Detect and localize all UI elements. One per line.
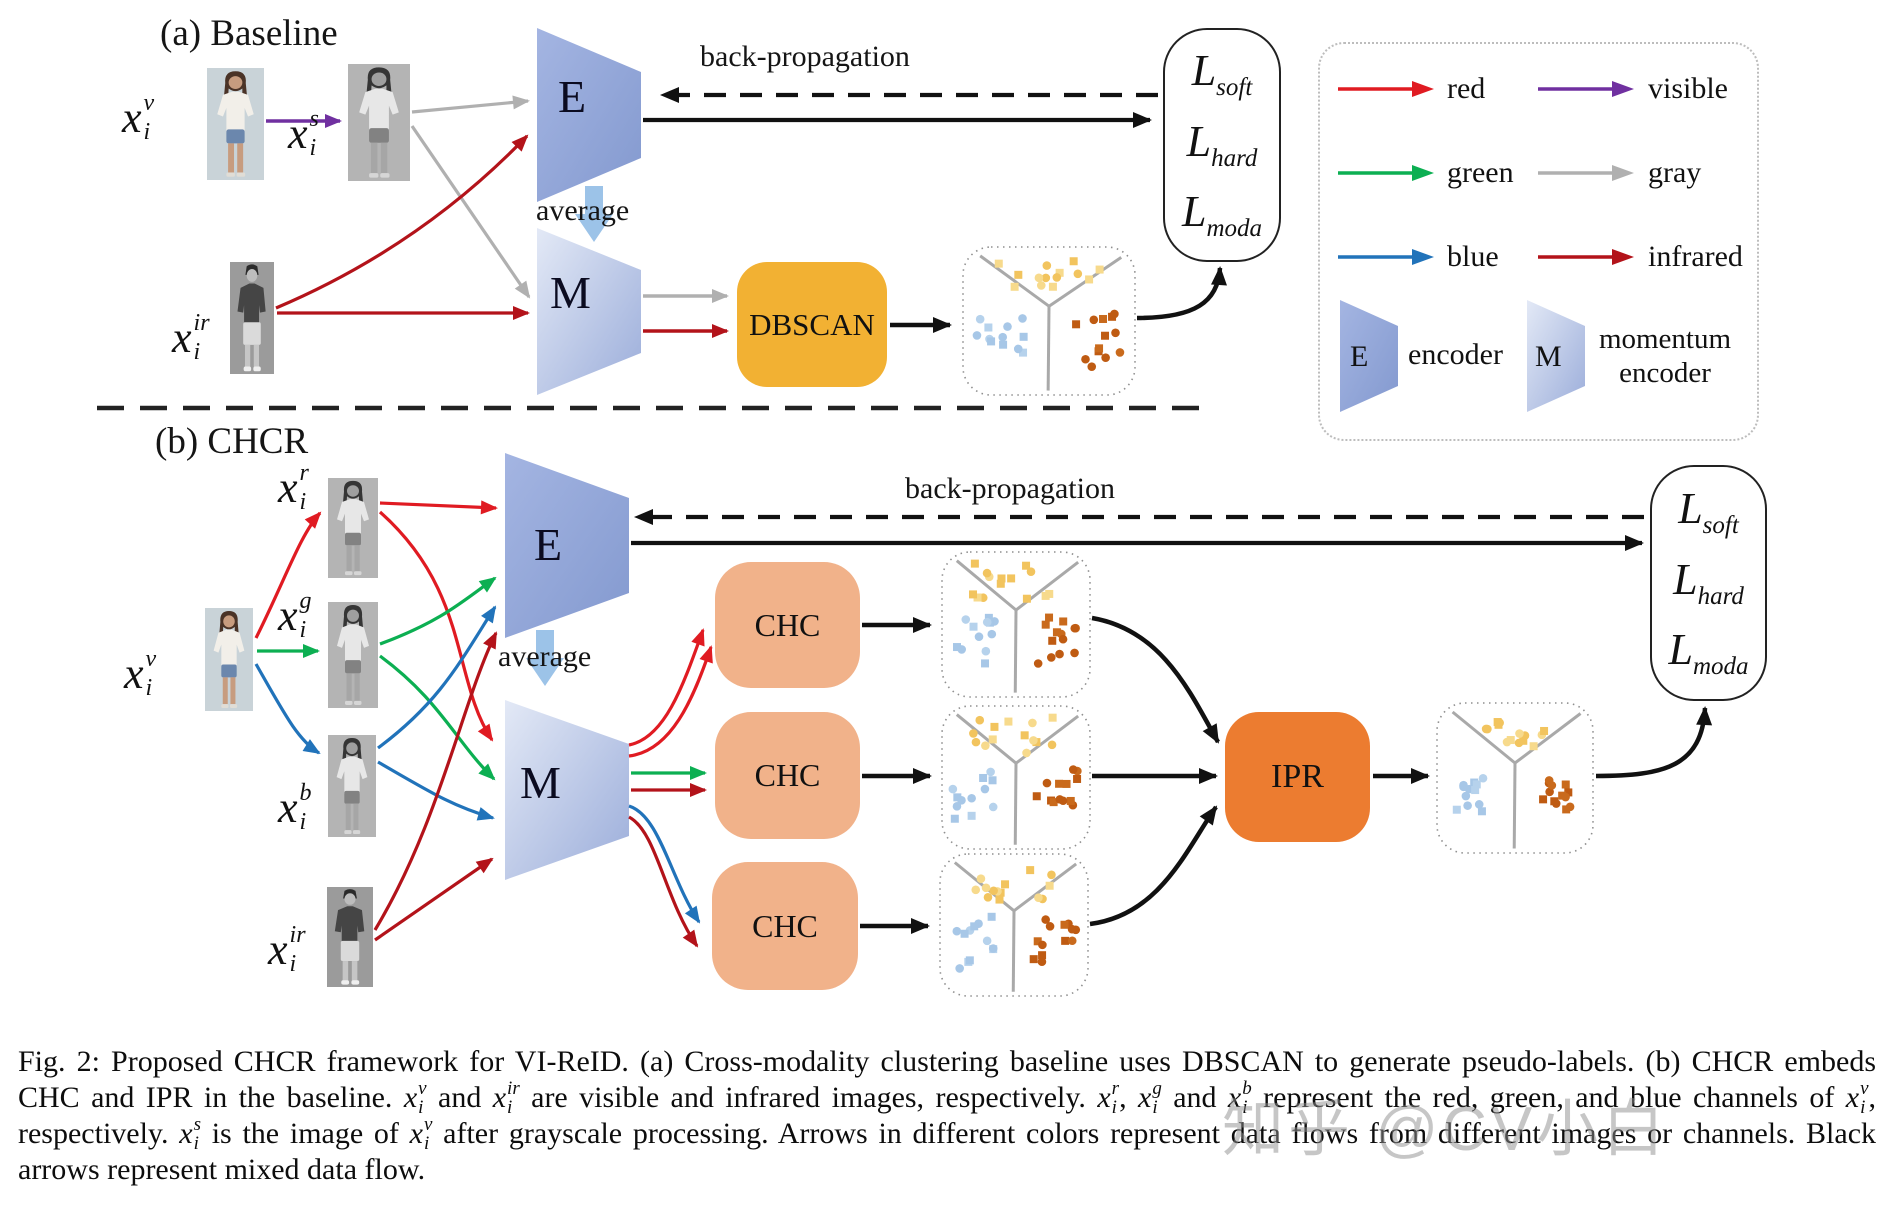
legend-label-red: red [1447, 72, 1486, 105]
average-label-a: average [536, 194, 630, 227]
arrow-cluster-to-loss-a [1136, 266, 1227, 321]
arrow-blue-xb-to-momentum [377, 760, 495, 821]
chc-box-3: CHC [712, 862, 858, 990]
loss-box-a: Lsoft Lhard Lmoda [1163, 28, 1281, 262]
cluster-plot-final [1436, 702, 1594, 854]
arrow-green-xg-to-encoder [379, 576, 497, 646]
photo-infrared-xir-b [327, 887, 373, 987]
photo-channel-xb [328, 735, 376, 837]
legend-label-green: green [1447, 156, 1514, 189]
backprop-label-a: back-propagation [700, 40, 910, 73]
chc-box-1: CHC [715, 562, 860, 688]
loss-soft-a: Lsoft [1191, 46, 1253, 102]
chc-label-1: CHC [754, 606, 821, 643]
watermark: 知乎 @CV小白 [1222, 1095, 1669, 1164]
legend-momentum-letter: M [1535, 340, 1562, 373]
dbscan-box: DBSCAN [737, 262, 887, 387]
loss-moda-a: Lmoda [1181, 186, 1263, 242]
loss-moda-b: Lmoda [1668, 625, 1749, 681]
momentum-letter-b: M [520, 757, 561, 808]
average-label-b: average [498, 640, 592, 673]
arrow-red-xr-to-encoder [379, 500, 498, 515]
photo-grayscale-xs [348, 64, 410, 181]
legend-label-infrared: infrared [1648, 240, 1743, 273]
loss-hard-b: Lhard [1673, 554, 1744, 610]
legend-arrow-green [1336, 162, 1436, 184]
backprop-label-b: back-propagation [905, 472, 1115, 505]
arrow-gray-xs-to-encoder [411, 95, 530, 114]
photo-infrared-xir-a [230, 262, 274, 374]
section-a-title: (a) Baseline [160, 13, 338, 54]
dbscan-label: DBSCAN [749, 306, 875, 342]
cluster-plot-b1 [941, 551, 1091, 698]
arrow-red-momentum-to-chc1-b [628, 645, 713, 758]
legend-label-gray: gray [1648, 156, 1702, 189]
arrow-cluster1-to-ipr [1091, 615, 1220, 744]
arrow-blue-momentum-to-chc3 [628, 804, 701, 924]
legend-arrow-blue [1336, 246, 1436, 268]
arrow-red-xr-to-momentum [378, 510, 494, 742]
arrow-infrared-momentum-to-chc3 [628, 815, 699, 948]
legend-label-blue: blue [1447, 240, 1499, 273]
legend-arrow-infrared [1536, 246, 1636, 268]
encoder-letter-b: E [534, 519, 563, 570]
arrow-cluster3-to-ipr [1089, 805, 1218, 927]
momentum-letter-a: M [550, 267, 591, 318]
encoder-shape-b [505, 453, 629, 638]
chc-label-2: CHC [754, 757, 821, 793]
loss-box-b: Lsoft Lhard Lmoda [1650, 465, 1767, 701]
cluster-plot-b2 [941, 705, 1091, 850]
cluster-plot-a [962, 246, 1136, 396]
legend-arrow-gray [1536, 162, 1636, 184]
arrow-blue-xb-to-encoder [377, 605, 497, 750]
arrow-infrared-xir-to-encoder-b [373, 631, 498, 931]
photo-visible-xv-a [207, 68, 264, 180]
cluster-plot-b3 [939, 853, 1089, 997]
legend-momentum-label: momentum encoder [1598, 323, 1732, 389]
photo-visible-xv-b [205, 608, 253, 711]
photo-channel-xr [328, 478, 378, 578]
section-b-title: (b) CHCR [155, 421, 309, 462]
arrow-green-xg-to-momentum [379, 654, 496, 781]
arrow-infrared-xir-to-momentum-b [374, 857, 494, 942]
legend-encoder-letter: E [1350, 340, 1369, 373]
arrow-gray-xs-to-momentum [410, 125, 531, 299]
arrow-red-momentum-to-chc1-a [628, 628, 705, 747]
legend-label-visible: visible [1648, 72, 1728, 105]
legend-arrow-red [1336, 78, 1436, 100]
loss-soft-b: Lsoft [1678, 483, 1739, 539]
arrow-cluster-final-to-loss-b [1595, 706, 1713, 779]
ipr-box: IPR [1225, 712, 1370, 842]
arrow-blue-xv-to-xb [254, 663, 321, 755]
loss-hard-a: Lhard [1186, 116, 1258, 172]
encoder-shape-a [537, 28, 641, 202]
photo-channel-xg [328, 602, 378, 708]
ipr-label: IPR [1271, 758, 1324, 795]
encoder-letter-a: E [558, 71, 587, 122]
chc-box-2: CHC [715, 712, 860, 839]
legend-encoder-label: encoder [1408, 338, 1503, 371]
chc-label-3: CHC [752, 907, 818, 944]
legend-arrow-visible [1536, 78, 1636, 100]
figure-caption: Fig. 2: Proposed CHCR framework for VI-R… [18, 1045, 1877, 1187]
